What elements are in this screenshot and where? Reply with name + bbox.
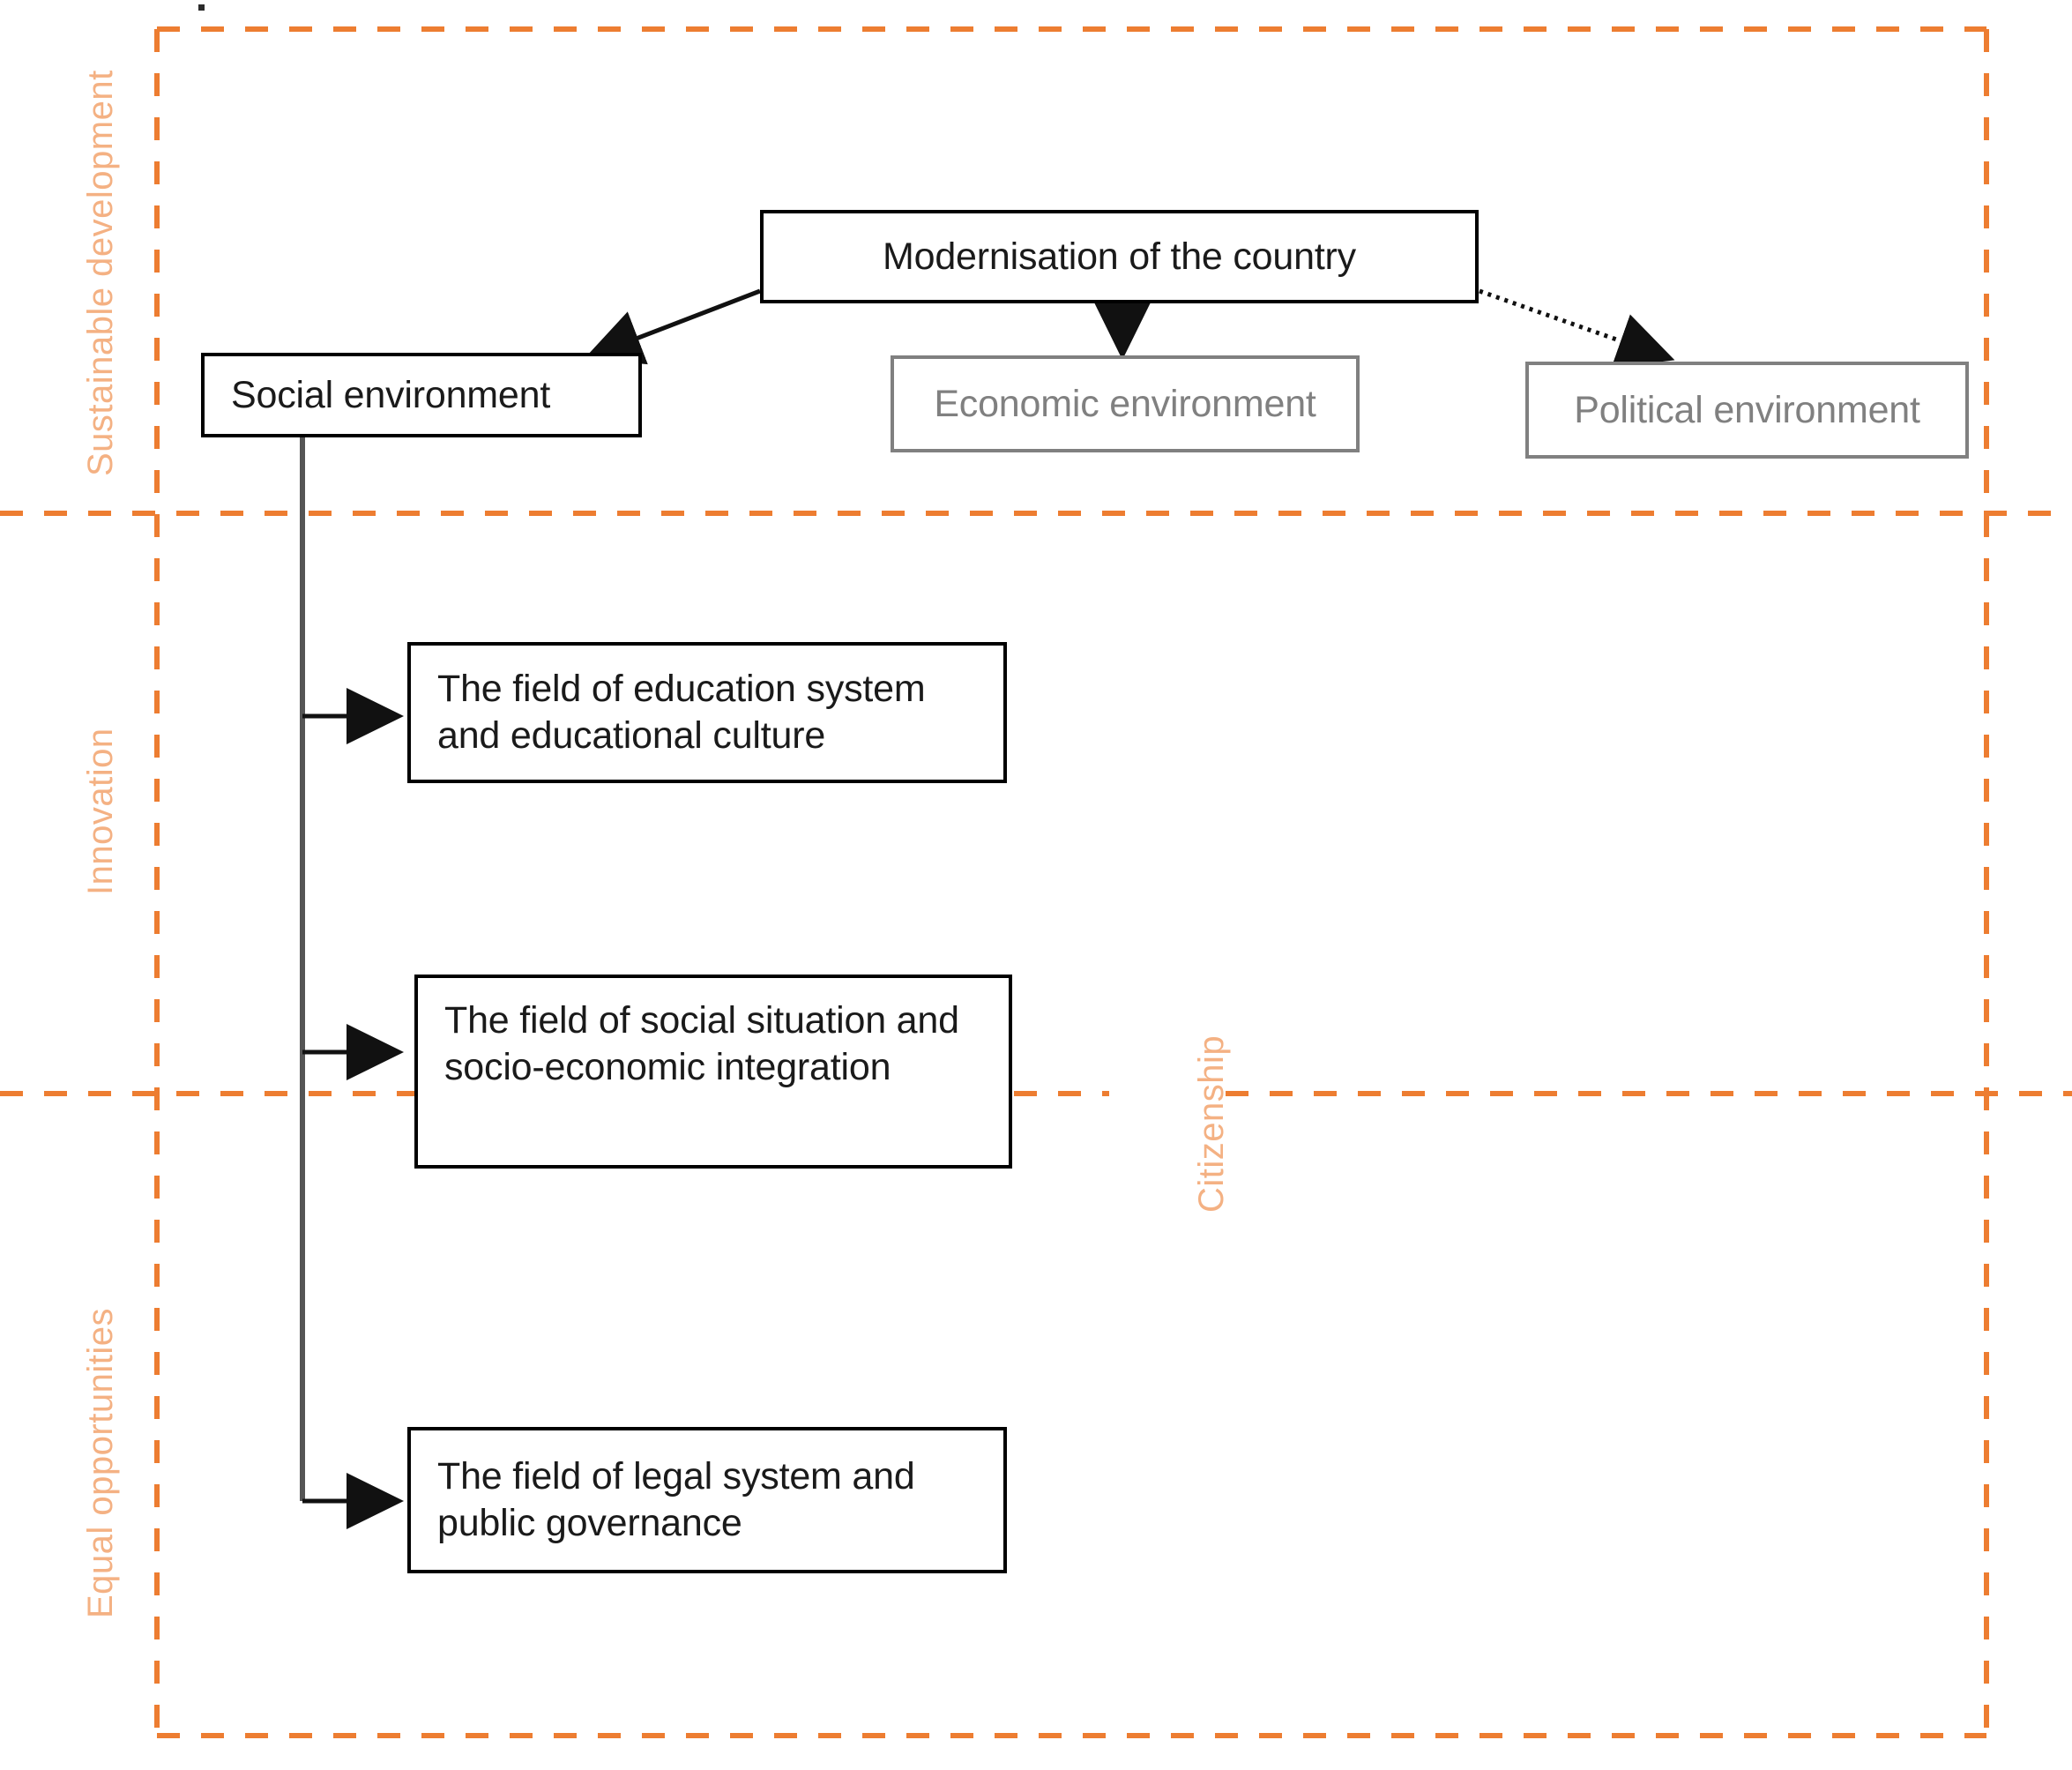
- edge-modernisation-to-social: [584, 288, 761, 365]
- node-economic-environment[interactable]: Economic environment: [891, 355, 1360, 452]
- zone-label-equal-opportunities: Equal opportunities: [81, 1308, 120, 1618]
- node-social-environment[interactable]: Social environment: [201, 353, 642, 437]
- node-social-environment-label: Social environment: [231, 373, 551, 416]
- node-field-social[interactable]: The field of social situation and socio-…: [414, 975, 1012, 1169]
- node-field-legal[interactable]: The field of legal system and public gov…: [407, 1427, 1007, 1573]
- node-field-social-label: The field of social situation and socio-…: [444, 999, 959, 1088]
- node-political-environment-label: Political environment: [1574, 388, 1920, 431]
- zone-label-sustainable-development: Sustainable development: [81, 70, 120, 476]
- node-political-environment[interactable]: Political environment: [1525, 362, 1969, 459]
- zone-dashed-boundaries: [0, 26, 2072, 1738]
- node-economic-environment-label: Economic environment: [934, 382, 1316, 425]
- node-field-education[interactable]: The field of education system and educat…: [407, 642, 1007, 783]
- stray-dot-marker: [198, 4, 205, 11]
- zone-label-citizenship: Citizenship: [1192, 1034, 1231, 1213]
- zone-label-innovation: Innovation: [81, 728, 120, 895]
- edge-modernisation-to-political: [1479, 288, 1675, 368]
- node-modernisation[interactable]: Modernisation of the country: [760, 210, 1479, 303]
- node-field-legal-label: The field of legal system and public gov…: [437, 1455, 915, 1544]
- node-field-education-label: The field of education system and educat…: [437, 668, 926, 757]
- node-modernisation-label: Modernisation of the country: [883, 235, 1356, 278]
